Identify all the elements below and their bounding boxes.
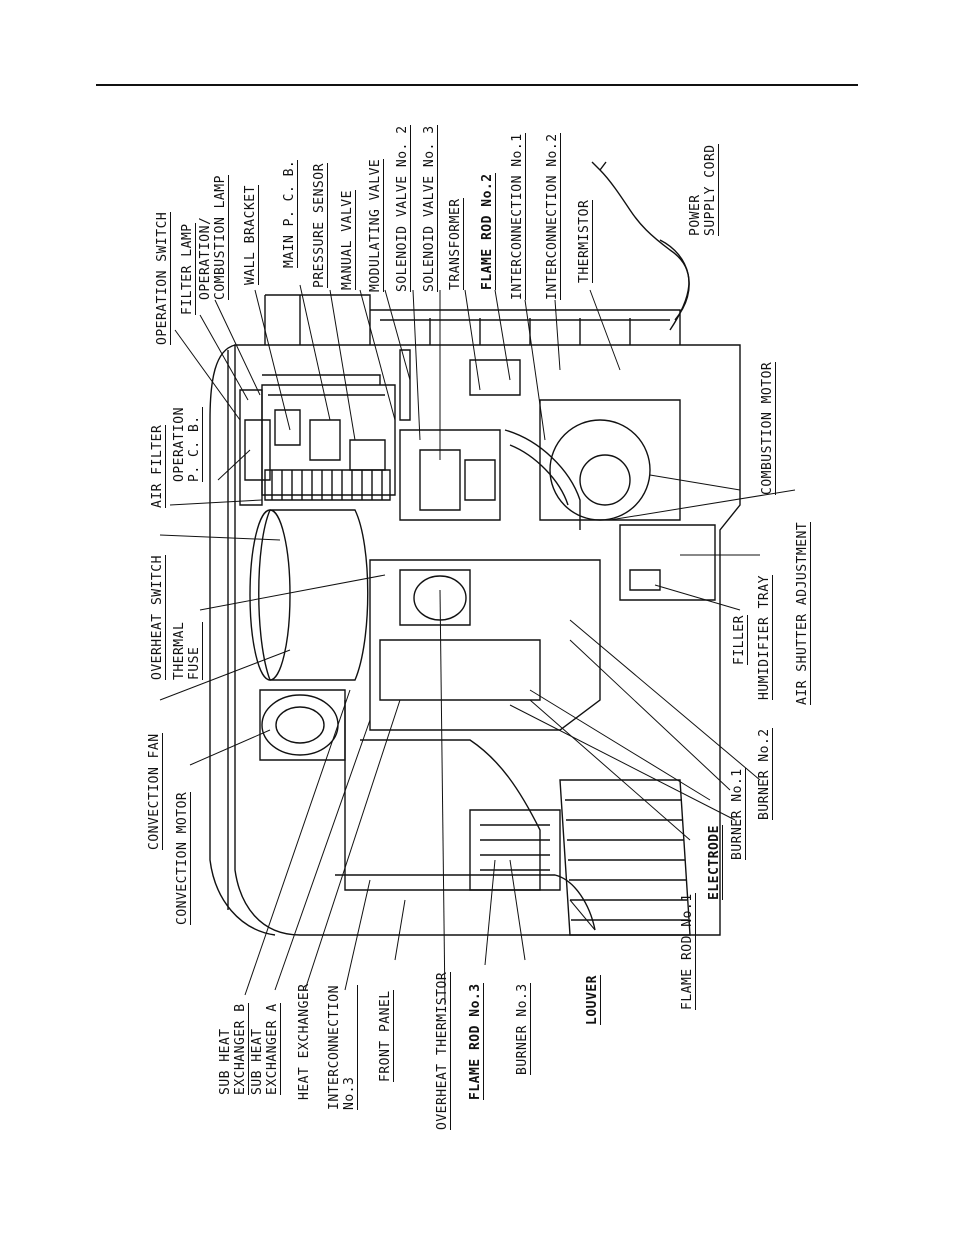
label-thermistor: THERMISTOR	[577, 199, 593, 283]
label-electrode: ELECTRODE	[707, 825, 723, 900]
header-rule	[96, 84, 858, 86]
label-front-panel: FRONT PANEL	[378, 990, 394, 1082]
air-filter	[264, 469, 391, 501]
label-filter-lamp: FILTER LAMP	[180, 223, 196, 315]
label-filler: FILLER	[732, 615, 748, 665]
label-heat-exchanger: HEAT EXCHANGER	[297, 983, 312, 1100]
label-flame-rod-1: FLAME ROD No.1	[680, 893, 696, 1010]
label-wall-bracket: WALL BRACKET	[243, 185, 259, 285]
label-operation-switch: OPERATION SWITCH	[155, 211, 171, 345]
label-convection-motor: CONVECTION MOTOR	[175, 791, 191, 925]
label-burner-1: BURNER No.1	[730, 768, 746, 860]
label-overheat-switch: OVERHEAT SWITCH	[150, 555, 166, 680]
label-interconnection-1: INTERCONNECTION No.1	[510, 133, 526, 300]
transformer	[469, 359, 521, 396]
humidifier-tray	[619, 524, 716, 601]
label-interconnection-2: INTERCONNECTION No.2	[545, 133, 561, 300]
label-main-pcb: MAIN P. C. B.	[282, 159, 298, 268]
label-overheat-thermistor: OVERHEAT THERMISTOR	[435, 971, 451, 1130]
operation-pcb	[244, 419, 271, 481]
burners	[469, 809, 561, 891]
label-burner-2: BURNER No.2	[757, 728, 773, 820]
label-air-filter: AIR FILTER	[150, 424, 166, 508]
label-manual-valve: MANUAL VALVE	[340, 190, 356, 290]
label-solenoid-valve-3: SOLENOID VALVE No. 3	[422, 125, 438, 292]
label-combustion-motor: COMBUSTION MOTOR	[760, 361, 776, 495]
cabinet-outline	[234, 344, 741, 936]
power-supply-cord	[591, 161, 690, 331]
convection-motor	[259, 689, 346, 761]
heat-exchanger	[369, 559, 601, 731]
label-flame-rod-3: FLAME ROD No.3	[468, 983, 484, 1100]
gas-valves	[399, 429, 501, 521]
label-humidifier-tray: HUMIDIFIER TRAY	[757, 575, 773, 700]
convection-fan	[258, 509, 369, 681]
label-solenoid-valve-2: SOLENOID VALVE No. 2	[395, 125, 411, 292]
label-modulating-valve: MODULATING VALVE	[368, 158, 384, 292]
louver	[559, 779, 691, 936]
label-flame-rod-2: FLAME ROD No.2	[480, 173, 496, 290]
label-louver: LOUVER	[585, 975, 601, 1025]
label-convection-fan: CONVECTION FAN	[147, 733, 163, 850]
label-air-shutter-adjustment: AIR SHUTTER ADJUSTMENT	[795, 521, 811, 705]
wall-bracket	[264, 294, 371, 345]
label-operation-combustion-lamp: OPERATION/COMBUSTION LAMP	[198, 175, 229, 300]
label-burner-3: BURNER No.3	[515, 983, 531, 1075]
label-pressure-sensor: PRESSURE SENSOR	[312, 163, 328, 288]
label-transformer: TRANSFORMER	[448, 198, 464, 290]
